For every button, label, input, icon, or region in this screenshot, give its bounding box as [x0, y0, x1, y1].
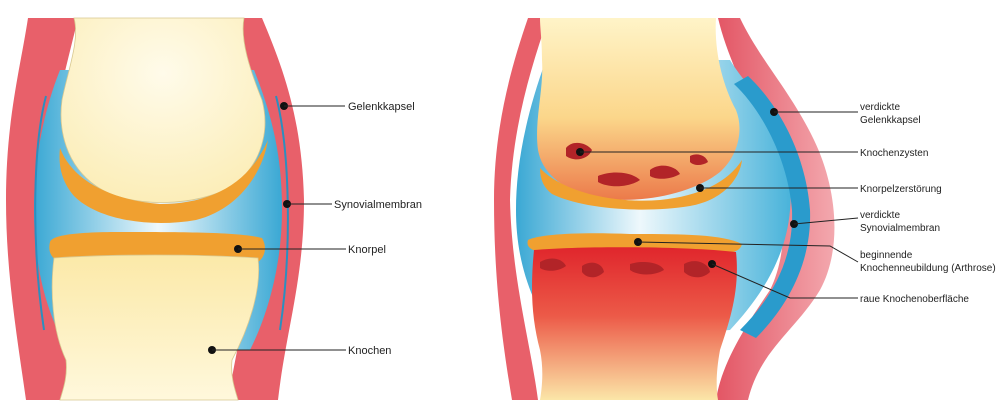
- label-raue-knochenoberflaeche: raue Knochenoberfläche: [860, 294, 969, 305]
- label-knorpel: Knorpel: [348, 244, 386, 256]
- label-knochen: Knochen: [348, 345, 391, 357]
- arthritic-upper-bone: [537, 18, 739, 200]
- healthy-joint: [6, 18, 304, 400]
- healthy-upper-bone: [61, 18, 265, 203]
- label-verdickte-gelenkkapsel-1: verdickte: [860, 102, 900, 113]
- label-synovialmembran: Synovialmembran: [334, 199, 422, 211]
- label-verdickte-synovialmembran-2: Synovialmembran: [860, 223, 940, 234]
- label-knorpelzerstoerung: Knorpelzerstörung: [860, 184, 942, 195]
- arthritic-joint: [494, 18, 834, 400]
- label-beginnende-1: beginnende: [860, 250, 913, 261]
- label-gelenkkapsel: Gelenkkapsel: [348, 101, 415, 113]
- healthy-lower-bone: [52, 255, 259, 400]
- label-verdickte-synovialmembran-1: verdickte: [860, 210, 900, 221]
- label-knochenzysten: Knochenzysten: [860, 148, 928, 159]
- label-verdickte-gelenkkapsel-2: Gelenkkapsel: [860, 115, 921, 126]
- label-knochenneubildung: Knochenneubildung (Arthrose): [860, 263, 996, 274]
